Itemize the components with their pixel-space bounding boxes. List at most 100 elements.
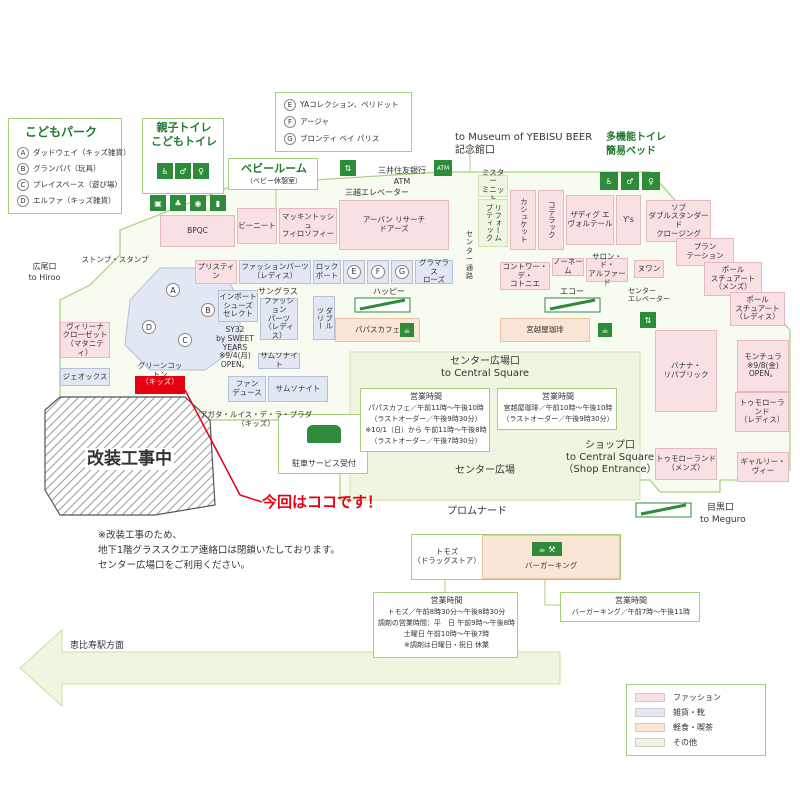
shop-salon[interactable]: サロン・ド・ アルファード [586,252,628,286]
sunglass-label: サングラス [258,287,298,296]
hours-line: 宮越屋珈琲／午前10時〜午後10時 [503,404,613,412]
shop-f[interactable]: F [367,260,389,284]
shop-paul-mens[interactable]: ポール スチュアート （メンズ） [704,262,762,296]
tomoz-hours-title: 営業時間 [430,596,463,605]
shop-collatic[interactable]: コテラック [538,190,564,250]
letter-f-marker: F [371,265,385,279]
shop-zadig[interactable]: ザディグ エ ヴォルテール [566,195,614,245]
baby-room-sub: （ベビー休憩室） [246,177,302,185]
legend-swatch [635,708,665,717]
cafe-icon-burger: ☕ ⚒ [532,542,562,556]
efg-item-text: YAコレクション、ペリドット [300,100,399,109]
shop-e[interactable]: E [343,260,365,284]
shop-banana-republic[interactable]: バナナ・ リパブリック [655,330,717,412]
smbc-label-1: 三井住友銀行 [378,166,426,175]
center-passage-label: センター 通路 [466,230,473,280]
kids-item-text: エルファ（キッズ雑貨） [33,196,116,205]
shop-agatha[interactable]: アガタ・ルイス・デ・ラ・プラダ（キッズ） [199,410,313,428]
kids-item-letter: D [17,195,29,207]
multi-toilet-line2: 簡易ベッド [606,146,656,157]
shop-g[interactable]: G [391,260,413,284]
meguro-exit-jp: 目黒口 [707,503,735,513]
baby-chair-icon: ♣ [170,195,186,211]
shop-green-cotton[interactable]: グリーンコットン [137,360,183,379]
shop-sy32[interactable]: SY32 by SWEET YEARS ※9/4(月) OPEN。 [216,325,254,369]
shop-fundeuce[interactable]: ファン デュース [228,376,266,402]
shop-mister-minit[interactable]: ミスター ミニット [478,168,508,202]
nursing-icon: ▣ [150,195,166,211]
shop-tomorrowland-mens[interactable]: トゥモローランド （メンズ） [655,448,717,480]
letter-a-marker[interactable]: A [166,283,180,297]
shop-pristine[interactable]: プリスティン [195,260,237,284]
shop-no-name[interactable]: ノーネーム [552,257,584,276]
shop-paul-ladies[interactable]: ポール スチュアート （レディス） [730,292,785,326]
shop-galerie-vie[interactable]: ギャルリー・ ヴィー [737,452,789,482]
shop-doubletree[interactable]: ダブル ツリー [313,296,335,340]
museum-exit-jp: 記念館口 [455,145,495,156]
car-icon [307,425,341,443]
shop-stomp-stamp[interactable]: ストンプ・スタンプ [81,254,149,264]
shop-mackintosh[interactable]: マッキントッシュ フィロソフィー [279,208,337,244]
shop-rockport[interactable]: ロック ポート [313,260,341,284]
shop-tomoz[interactable]: トモズ （ドラッグストア） [412,535,482,579]
shop-geox[interactable]: ジェオックス [60,368,110,386]
promenade-label: プロムナード [447,506,507,517]
shop-tomorrowland-ladies[interactable]: トゥモローランド （レディス） [735,392,789,432]
shop-comptoir[interactable]: コントワー・デ・ コトニエ [500,262,550,290]
kids-item-letter: A [17,147,29,159]
parking-service-box: 駐車サービス受付 [278,414,368,474]
toilet-line2: こどもトイレ [151,135,217,148]
center-plaza-label: センター広場 [455,465,515,476]
shop-virina[interactable]: ヴィリーナ クローゼット （マタニティ） [60,322,110,358]
shop-fashion-parts-1[interactable]: ファッションパーツ （レディス） [239,260,311,284]
shop-exit-en2: （Shop Entrance） [563,464,657,475]
center-plaza-exit-en: to Central Square [440,368,529,379]
happy-label: ハッピー [373,287,405,296]
hours-line: （ラストオーダー／午後9時30分） [370,415,482,423]
shop-plantation[interactable]: プラン テーション [676,238,734,266]
shop-import-shoes[interactable]: インポート シューズ セレクト [218,290,258,322]
parent-child-toilet-badge: 親子トイレ こどもトイレ ♿ ♂ ♀ [142,118,224,194]
shop-samsonite-small[interactable]: サムソナイト [258,352,300,369]
you-are-here-label: 今回はココです！ [262,493,383,511]
shop-green-kids[interactable]: （キッズ） [141,376,179,386]
center-elevator-icon: ⇅ [640,312,656,328]
toilet-line1: 親子トイレ [156,121,212,134]
shop-montura[interactable]: モンチュラ ※9/8(金) OPEN。 [737,340,789,392]
toilet-icon: ♿ [157,163,173,179]
letter-c-marker[interactable]: C [178,333,192,347]
mitsukoshi-elevator-label: 三越エレベーター [345,188,409,197]
shop-glamorous-rose[interactable]: グラマラス ローズ [415,258,453,284]
shop-beanit[interactable]: ビーニート [237,208,277,244]
miyakoshi-hours-title: 営業時間 [542,392,574,401]
elevator-icon: ⇅ [340,160,356,176]
kids-park-title: こどもパーク [25,125,98,139]
shop-fashion-parts-2[interactable]: ファッション パーツ （レディス） [260,297,298,340]
diaper-icon: ◉ [190,195,206,211]
efg-item-text: アージャ [300,117,330,126]
baby-room-title: ベビールーム [241,162,307,175]
hours-line: バーガーキング／午前7時〜午後11時 [571,608,691,616]
shop-nuwan[interactable]: ヌワン [634,260,664,278]
kids-item-letter: C [17,179,29,191]
efg-item-letter: E [284,99,296,111]
shop-reform-boutique[interactable]: リフォーム ブティック [478,199,508,247]
letter-b-marker[interactable]: B [201,303,215,317]
atm-icon: ATM [434,160,452,176]
shop-bpqc[interactable]: BPQC [160,215,235,247]
letter-e-marker: E [347,265,361,279]
center-elevator-label: センター エレベーター [628,287,670,304]
shop-miyakoshiya[interactable]: 宮越屋珈琲 [500,318,590,342]
hiroo-exit-jp: 広尾口 [32,262,57,271]
shop-ys[interactable]: Y's [616,195,641,245]
letter-d-marker[interactable]: D [142,320,156,334]
meguro-exit-en: to Meguro [700,515,746,525]
shop-sov[interactable]: ソブ ダブルスタンダード クロージング [646,200,711,242]
hours-line: （ラストオーダー／午後7時30分） [370,437,482,445]
shop-casket[interactable]: カシュケット [510,190,536,250]
echo-label: エコー [560,287,584,296]
papas-hours-box: 営業時間 パパスカフェ／午前11時〜午後10時（ラストオーダー／午後9時30分）… [360,388,490,452]
shop-samsonite[interactable]: サムソナイト [268,376,328,402]
shop-urban-research[interactable]: アーバン リサーチ ドアーズ [339,200,449,250]
